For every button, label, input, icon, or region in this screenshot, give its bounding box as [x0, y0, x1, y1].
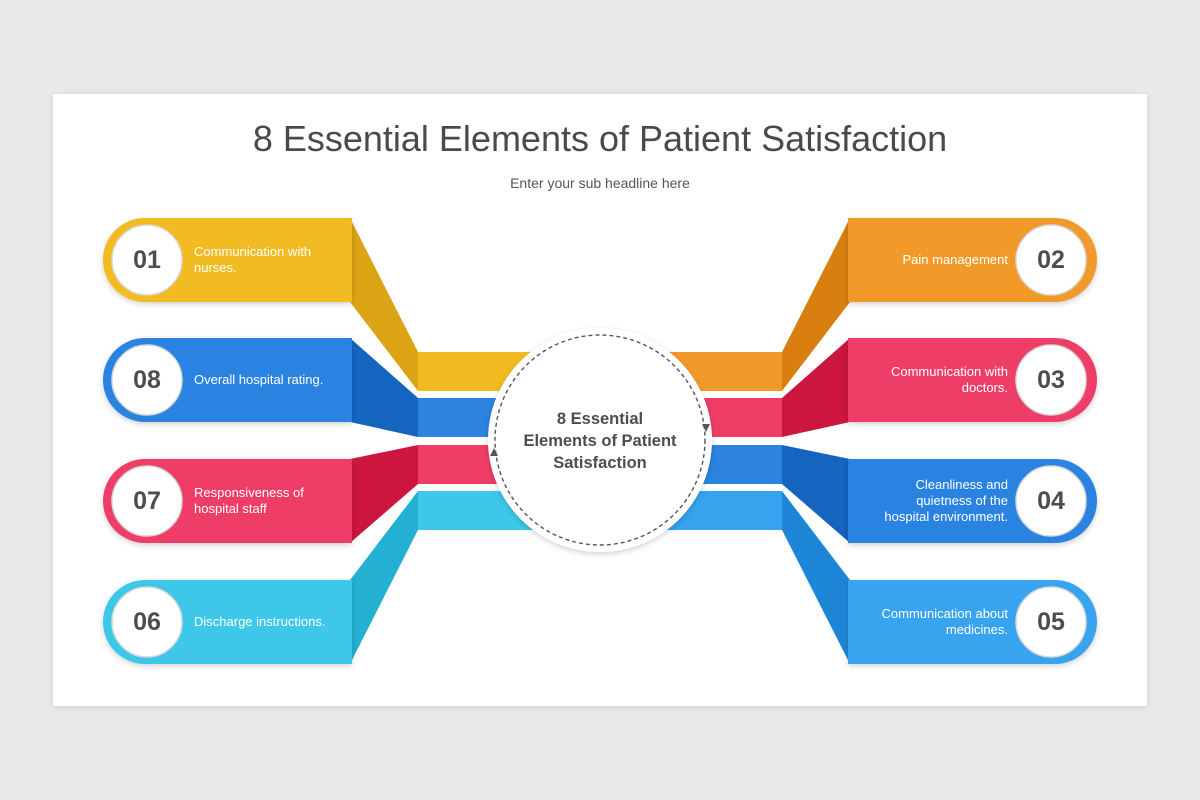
step-label-line: doctors.: [961, 380, 1008, 395]
step-label: Discharge instructions.: [194, 580, 344, 664]
page-title: 8 Essential Elements of Patient Satisfac…: [252, 118, 948, 159]
step-label-line: nurses.: [194, 260, 237, 275]
step-number-circle: [1015, 224, 1087, 296]
step-label-line: Responsiveness of: [194, 485, 304, 500]
step-label-line: medicines.: [945, 622, 1008, 637]
center-title-line: Satisfaction: [553, 454, 647, 472]
center-circle: [488, 328, 712, 552]
step-number-circle: [1015, 586, 1087, 658]
step-number: 07: [133, 487, 161, 515]
page-subtitle: Enter your sub headline here: [510, 175, 690, 191]
center-dashed-ring: [494, 334, 706, 546]
step-number: 01: [133, 246, 161, 274]
connector-ribbon: [782, 338, 850, 437]
connector-ribbon: [350, 491, 418, 664]
step-label-line: Discharge instructions.: [194, 614, 326, 629]
center-title-line: Elements of Patient: [523, 432, 677, 450]
step-number-circle: [111, 344, 183, 416]
step-label-line: Pain management: [902, 252, 1008, 267]
step-label-line: hospital environment.: [884, 509, 1008, 524]
center-title-line: 8 Essential: [556, 410, 644, 428]
connector-ribbon: [782, 218, 850, 391]
step-label: Pain management: [856, 218, 1008, 302]
step-number: 06: [133, 608, 161, 636]
connector-ribbon: [782, 491, 850, 664]
step-label-line: hospital staff: [194, 501, 267, 516]
step-number-circle: [1015, 465, 1087, 537]
step-number: 02: [1037, 246, 1065, 274]
connector-ribbon: [350, 338, 418, 437]
step-number: 08: [133, 366, 161, 394]
step-label-line: Communication about: [881, 606, 1008, 621]
step-number: 04: [1037, 487, 1065, 515]
step-number: 05: [1037, 608, 1065, 636]
connector-ribbon: [350, 218, 418, 391]
step-number-circle: [111, 586, 183, 658]
step-number-circle: [1015, 344, 1087, 416]
connector-ribbon: [350, 445, 418, 543]
connector-ribbon: [782, 445, 850, 543]
step-label-line: Communication with: [890, 364, 1008, 379]
arrow-head-icon: [490, 448, 498, 456]
step-label-line: Cleanliness and: [915, 477, 1008, 492]
step-label-line: Overall hospital rating.: [194, 372, 324, 387]
step-number-circle: [111, 465, 183, 537]
step-number: 03: [1037, 366, 1065, 394]
center-title: 8 Essential Elements of Patient Satisfac…: [510, 408, 690, 474]
arrow-head-icon: [702, 424, 710, 432]
step-number-circle: [111, 224, 183, 296]
step-label-line: quietness of the: [916, 493, 1008, 508]
step-label-line: Communication with: [194, 244, 312, 259]
step-label: Overall hospital rating.: [194, 338, 344, 422]
